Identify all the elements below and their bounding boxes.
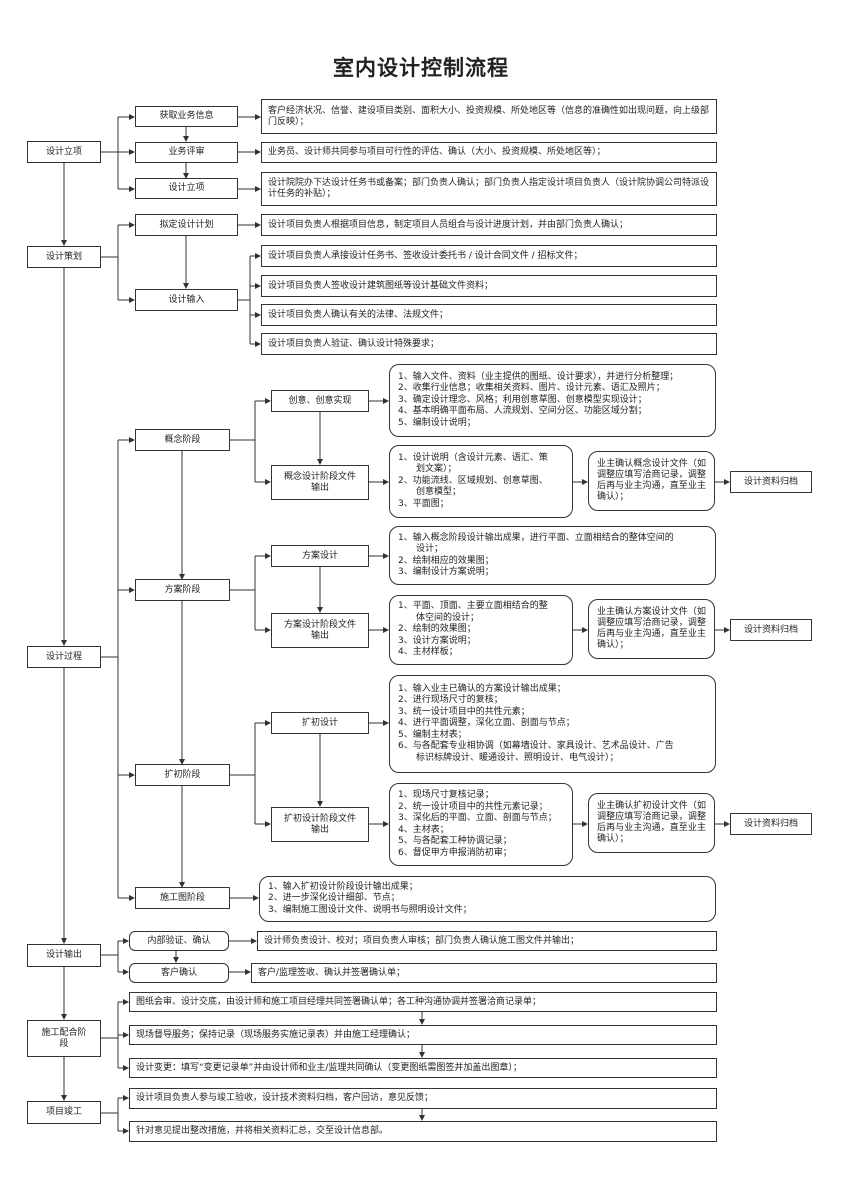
desc-client-confirmation: 客户/监理签收、确认并签署确认单； [251,963,717,983]
phase-concept: 概念阶段 [135,429,230,451]
stage-project-completion: 项目竣工 [27,1101,101,1124]
list-item: 5、编制主材表； [398,729,467,740]
desc-project-setup: 设计院院办下达设计任务书或备案；部门负责人确认；部门负责人指定设计项目负责人（设… [261,172,717,206]
list-item: 5、编制设计说明； [398,417,476,428]
list-item: 4、主材表； [398,824,449,835]
list-item: 3、编制设计方案说明； [398,567,494,577]
step-project-setup: 设计立项 [135,178,238,199]
list-scheme-design: 1、输入概念阶段设计输出成果，进行平面、立面相结合的整体空间的 设计； 2、绘制… [389,526,716,585]
stage-design-planning: 设计策划 [27,246,101,268]
stage-design-process: 设计过程 [27,646,101,668]
list-creative: 1、输入文件、资料（业主提供的图纸、设计要求），并进行分析整理； 2、收集行业信… [389,364,716,437]
desc-internal-verification: 设计师负责设计、校对；项目负责人审核；部门负责人确认施工图文件并输出； [257,931,717,951]
list-scheme-output: 1、平面、顶面、主要立面相结合的整 体空间的设计； 2、绘制的效果图； 3、设计… [389,595,573,665]
desc-design-plan: 设计项目负责人根据项目信息，制定项目人员组合与设计进度计划，并由部门负责人确认； [261,214,717,236]
list-item: 6、督促甲方申报消防初审； [398,847,512,858]
list-item: 1、设计说明（含设计元素、语汇、策 [398,452,548,463]
stage-construction-support: 施工配合阶段 [27,1020,101,1057]
list-item: 2、统一设计项目中的共性元素记录； [398,801,548,812]
desc-input-1: 设计项目负责人承接设计任务书、签收设计委托书 / 设计合同文件 / 招标文件； [261,245,717,267]
list-item: 3、平面图； [398,498,449,509]
archive-scheme: 设计资料归档 [730,619,812,641]
step-preliminary-design: 扩初设计 [271,712,369,734]
step-get-business-info: 获取业务信息 [135,106,238,127]
list-item: 1、输入业主已确认的方案设计输出成果； [398,683,566,694]
list-item: 2、绘制的效果图； [398,624,476,635]
list-item: 2、进一步深化设计细部、节点； [268,893,400,904]
desc-completion-2: 针对意见提出整改措施，并将相关资料汇总，交至设计信息部。 [129,1121,717,1142]
list-item: 1、输入扩初设计阶段设计输出成果； [268,881,418,892]
desc-input-4: 设计项目负责人验证、确认设计特殊要求； [261,333,717,355]
list-item: 4、进行平面调整，深化立面、剖面与节点； [398,718,575,729]
list-item: 1、平面、顶面、主要立面相结合的整 [398,601,548,612]
list-item: 3、编制施工图设计文件、说明书与照明设计文件； [268,904,472,915]
step-scheme-output: 方案设计阶段文件输出 [271,613,369,648]
desc-construction-1: 图纸会审、设计交底，由设计师和施工项目经理共同签署确认单；各工种沟通协调并签署洽… [129,992,717,1012]
step-client-confirmation: 客户确认 [129,963,229,983]
list-item: 3、设计方案说明； [398,635,476,646]
desc-construction-3: 设计变更：填写“变更记录单”并由设计师和业主/监理共同确认（变更图纸需图签并加盖… [129,1058,717,1078]
list-item: 6、与各配套专业相协调（如幕墙设计、家具设计、艺术品设计、广告 [398,741,674,752]
archive-preliminary: 设计资料归档 [730,813,812,835]
list-preliminary-design: 1、输入业主已确认的方案设计输出成果； 2、进行现场尺寸的复核； 3、统一设计项… [389,675,716,773]
stage-design-output: 设计输出 [27,944,101,967]
list-item: 2、功能流线、区域规划、创意草图、 [398,475,548,486]
list-preliminary-output: 1、现场尺寸复核记录； 2、统一设计项目中的共性元素记录； 3、深化后的平面、立… [389,783,573,866]
step-concept-output: 概念设计阶段文件输出 [271,465,369,500]
step-internal-verification: 内部验证、确认 [129,931,229,951]
list-item: 划文案）； [398,464,457,475]
list-concept-output: 1、设计说明（含设计元素、语汇、策 划文案）； 2、功能流线、区域规划、创意草图… [389,445,573,518]
list-item: 1、现场尺寸复核记录； [398,790,494,800]
step-creative: 创意、创意实现 [271,390,369,412]
phase-preliminary: 扩初阶段 [135,764,230,786]
phase-construction-drawing: 施工图阶段 [135,887,230,909]
list-item: 5、与各配套工种协调记录； [398,836,512,846]
confirm-preliminary: 业主确认扩初设计文件（如调整应填写洽商记录，调整后再与业主沟通，直至业主确认）； [588,793,715,853]
list-construction-drawing: 1、输入扩初设计阶段设计输出成果； 2、进一步深化设计细部、节点； 3、编制施工… [259,876,716,922]
desc-input-3: 设计项目负责人确认有关的法律、法规文件； [261,304,717,326]
list-item: 创意模型； [398,487,462,498]
stage-project-initiation: 设计立项 [27,141,101,163]
desc-completion-1: 设计项目负责人参与竣工验收，设计技术资料归档，客户回访，意见反馈； [129,1088,717,1109]
confirm-scheme: 业主确认方案设计文件（如调整应填写洽商记录，调整后再与业主沟通，直至业主确认）； [588,599,715,659]
step-scheme-design: 方案设计 [271,545,369,567]
confirm-concept: 业主确认概念设计文件（如调整应填写洽商记录，调整后再与业主沟通，直至业主确认）； [588,451,715,511]
list-item: 4、主材样板； [398,647,458,658]
list-item: 3、深化后的平面、立面、剖面与节点； [398,813,557,823]
list-item: 3、确定设计理念、风格；利用创意草图、创意模型实现设计； [398,394,647,405]
desc-input-2: 设计项目负责人签收设计建筑图纸等设计基础文件资料； [261,275,717,297]
desc-business-info: 客户经济状况、信誉、建设项目类别、面积大小、投资规模、所处地区等（信息的准确性如… [261,99,717,134]
list-item: 2、绘制相应的效果图； [398,555,494,566]
list-item: 设计； [398,544,444,554]
list-item: 1、输入概念阶段设计输出成果，进行平面、立面相结合的整体空间的 [398,532,674,543]
list-item: 4、基本明确平面布局、人流规划、空间分区、功能区域分割； [398,406,647,417]
archive-concept: 设计资料归档 [730,471,812,493]
step-preliminary-output: 扩初设计阶段文件输出 [271,807,369,842]
list-item: 标识标牌设计、暖通设计、照明设计、电气设计）； [398,752,619,763]
step-draft-design-plan: 拟定设计计划 [135,214,238,236]
phase-scheme: 方案阶段 [135,579,230,601]
list-item: 2、收集行业信息；收集相关资料、图片、设计元素、语汇及照片； [398,383,665,394]
desc-construction-2: 现场督导服务；保持记录（现场服务实施记录表）并由施工经理确认； [129,1025,717,1045]
step-design-input: 设计输入 [135,289,238,311]
page-title: 室内设计控制流程 [333,56,509,80]
list-item: 1、输入文件、资料（业主提供的图纸、设计要求），并进行分析整理； [398,371,679,382]
list-item: 3、统一设计项目中的共性元素； [398,706,530,717]
step-business-review: 业务评审 [135,142,238,163]
desc-business-review: 业务员、设计师共同参与项目可行性的评估、确认（大小、投资规模、所处地区等）； [261,142,717,163]
list-item: 体空间的设计； [398,612,480,623]
list-item: 2、进行现场尺寸的复核； [398,695,503,706]
